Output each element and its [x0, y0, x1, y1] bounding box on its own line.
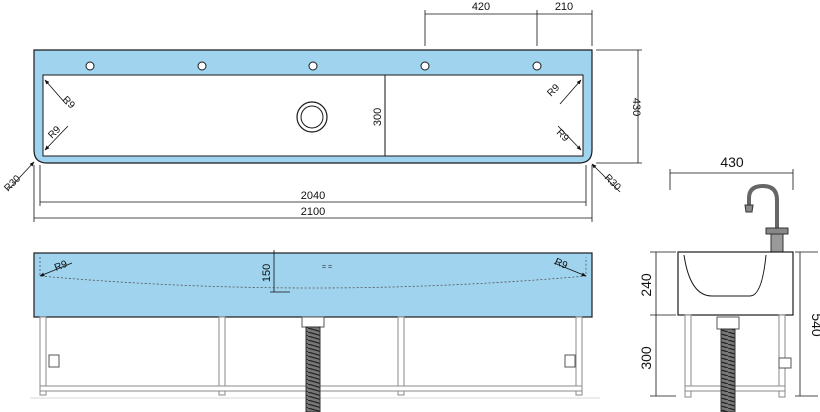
- side-bracket: [778, 357, 792, 369]
- drain-trap: [301, 316, 325, 328]
- leg: [39, 316, 47, 396]
- drain-mark: = =: [322, 264, 332, 271]
- leg-bracket: [564, 354, 576, 368]
- leg-bracket: [48, 354, 60, 368]
- faucet-hole: [197, 61, 207, 71]
- side-bowl-inner: [683, 254, 767, 297]
- faucet-spout: [744, 204, 754, 213]
- top-view: 420 210 430 300 2040 2100 R9 R9 R9 R9 R3…: [2, 1, 642, 222]
- faucet-hole: [420, 61, 430, 71]
- leg: [575, 316, 583, 396]
- faucet-hole: [308, 61, 318, 71]
- faucet-gooseneck: [747, 183, 779, 236]
- drain-pipe: [305, 326, 321, 412]
- radius-leader: [7, 161, 35, 191]
- side-leg: [778, 314, 786, 398]
- side-leg: [684, 314, 692, 398]
- side-view: 430 240 300 540: [638, 154, 820, 412]
- dim-faucet-spacing: 420: [472, 1, 490, 13]
- dim-bowl-height: 240: [638, 273, 654, 297]
- dim-depth: 430: [630, 98, 642, 116]
- dim-basin-height: 150: [261, 264, 273, 282]
- radius-leader: [44, 125, 69, 151]
- dim-leg-height: 300: [638, 346, 654, 370]
- radius-leader: [559, 79, 582, 105]
- radius-front-left: R9: [53, 259, 69, 274]
- radius-leader: [39, 262, 73, 277]
- dim-basin-depth: 300: [372, 108, 384, 126]
- leg: [397, 316, 405, 396]
- radius-outer-right: R30: [602, 172, 623, 193]
- dim-total-height: 540: [809, 313, 820, 337]
- radius-leader: [553, 262, 587, 277]
- radius-outer-left: R30: [2, 173, 23, 194]
- dim-faucet-offset: 210: [555, 1, 573, 13]
- side-bowl: [677, 251, 794, 316]
- faucet-base: [770, 233, 784, 253]
- radius-leader: [557, 125, 582, 151]
- front-view: 150 = = R9 R9: [30, 250, 600, 412]
- radius-leader: [44, 79, 67, 105]
- radius-leader: [591, 163, 621, 193]
- drain-inner: [300, 105, 324, 129]
- faucet-hole: [532, 61, 542, 71]
- faucet-handle: [765, 227, 789, 235]
- faucet-hole: [85, 61, 95, 71]
- front-view-basin-hidden: [39, 257, 587, 289]
- radius-front-right: R9: [553, 257, 569, 272]
- dim-total-length: 2100: [301, 206, 325, 218]
- front-view-body: [33, 252, 593, 318]
- dim-basin-length: 2040: [301, 190, 325, 202]
- dim-side-width: 430: [720, 154, 744, 170]
- side-drain-trap: [716, 316, 740, 330]
- leg: [218, 316, 226, 396]
- side-drain-pipe: [720, 328, 736, 412]
